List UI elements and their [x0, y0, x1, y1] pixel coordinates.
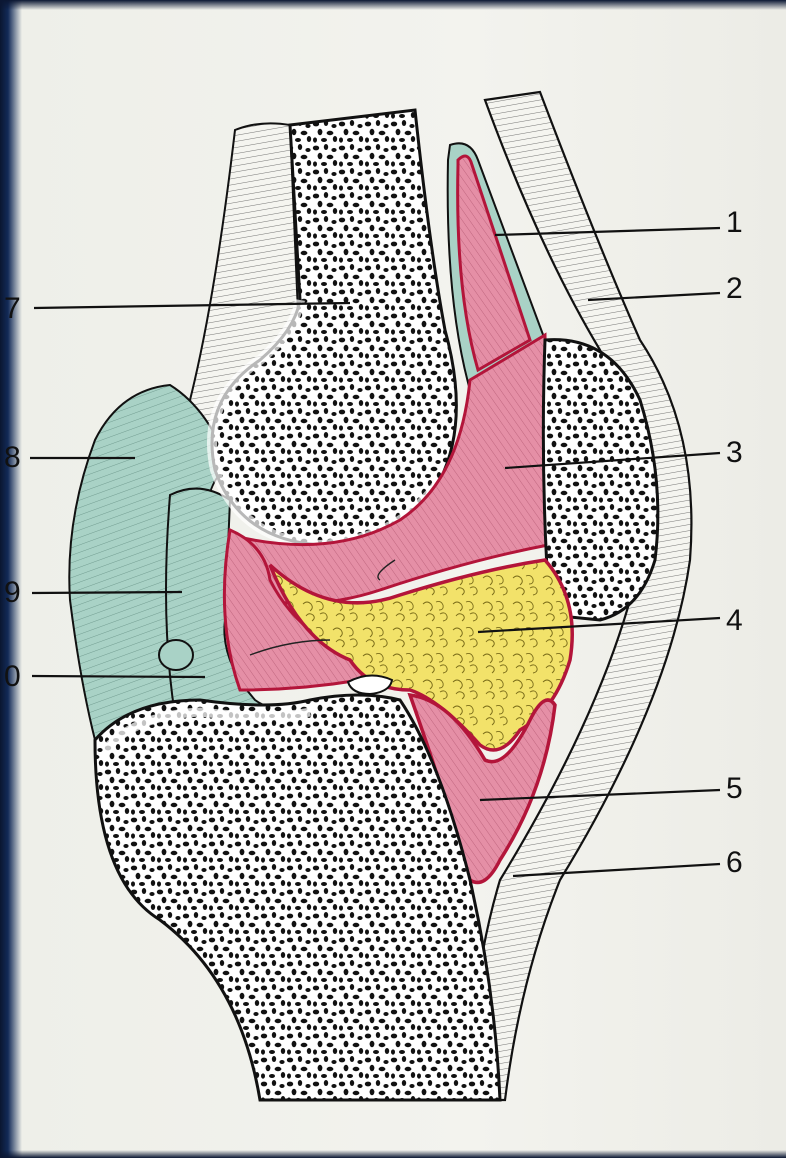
scan-edge-top — [0, 0, 786, 10]
scan-edge-bottom — [0, 1150, 786, 1158]
label-4: 4 — [726, 604, 743, 637]
label-6: 6 — [726, 846, 743, 879]
label-8: 8 — [4, 441, 21, 474]
label-5: 5 — [726, 772, 743, 805]
label-7: 7 — [4, 292, 21, 325]
leader-line-10 — [32, 676, 205, 677]
leader-line-9 — [32, 592, 182, 593]
label-2: 2 — [726, 272, 743, 305]
leader-line-1 — [495, 228, 720, 235]
label-9: 9 — [4, 576, 21, 609]
label-10: 0 — [4, 660, 21, 693]
label-1: 1 — [726, 206, 743, 239]
meniscus-anterior — [348, 675, 392, 694]
label-3: 3 — [726, 436, 743, 469]
meniscus — [159, 640, 193, 670]
